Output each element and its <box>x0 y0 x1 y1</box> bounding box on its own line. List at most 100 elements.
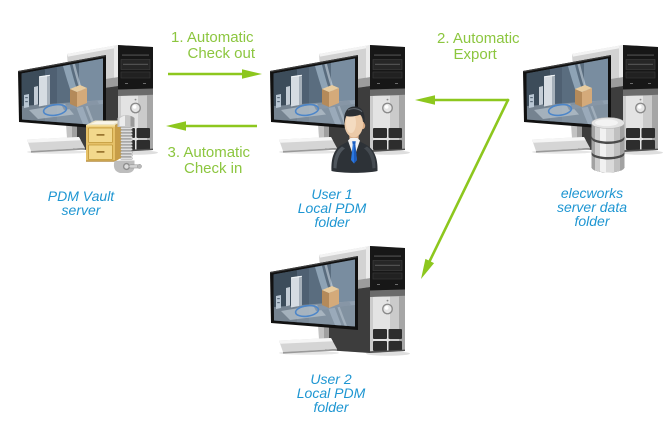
cad-blue-loop <box>294 304 320 318</box>
optical-drive-slot <box>375 264 400 266</box>
cad-box-front <box>322 290 329 308</box>
monitor-neck-shade <box>324 325 329 340</box>
monitor-base <box>27 137 85 153</box>
cad-column-cap <box>38 74 51 78</box>
tower-foot <box>370 148 405 152</box>
status-led <box>377 284 380 285</box>
node-user-2 <box>270 246 410 356</box>
cad-column-small <box>286 86 290 106</box>
monitor-base-highlight <box>279 137 333 143</box>
cabinet-front-highlight <box>86 125 115 127</box>
tower-side-front-edge <box>366 246 370 279</box>
vise-clamp-icon <box>113 115 142 173</box>
node-label-line: elecworks <box>560 184 624 201</box>
status-led <box>143 83 146 84</box>
optical-drive-slot <box>123 63 148 65</box>
cad-box-front <box>70 89 77 107</box>
monitor-base-highlight <box>279 338 333 344</box>
cad-blue-loop <box>547 103 573 117</box>
node-pdm-vault-server <box>18 45 158 173</box>
power-led <box>386 98 389 101</box>
desktop-computer-icon <box>270 45 410 155</box>
monitor-bezel-highlight <box>523 55 611 73</box>
node-label-line: folder <box>313 398 349 415</box>
cad-panel-detail <box>25 101 28 103</box>
tower-front-transition <box>118 88 153 96</box>
drawer-handle <box>96 134 105 136</box>
vise-jaw-shade <box>130 115 135 127</box>
monitor-base-edge <box>31 148 85 153</box>
node-label-line: Local PDM <box>296 384 366 401</box>
cad-panel-detail <box>25 97 28 99</box>
desktop-computer-icon <box>18 45 158 155</box>
cad-machine-base <box>534 104 579 119</box>
cad-panel-detail <box>530 97 533 99</box>
node-label-elecworks-server: elecworks server data folder <box>532 186 652 228</box>
user-tie-shade <box>354 144 357 164</box>
tower-foot <box>370 349 405 353</box>
cad-machine-base <box>281 104 326 119</box>
node-label-line: folder <box>314 214 350 230</box>
optical-drive-slot <box>375 63 400 65</box>
front-vent <box>373 341 387 351</box>
tower-top-edge <box>319 246 370 258</box>
cad-panel-detail <box>277 302 280 304</box>
node-label-line: folder <box>574 212 610 229</box>
cabinet-bottom-edge <box>86 160 115 162</box>
tower-side-front-edge <box>619 45 623 78</box>
front-vent <box>136 140 150 150</box>
user-suit-highlight <box>333 146 345 169</box>
drive-bay <box>372 272 403 280</box>
step-3-action: Check in <box>184 159 243 177</box>
arrow-shaft <box>427 98 510 266</box>
drive-bay <box>120 71 151 79</box>
cad-scene <box>276 74 351 119</box>
power-led <box>639 98 642 101</box>
monitor-base-edge <box>536 148 590 153</box>
node-label-line: server data <box>556 198 628 215</box>
cad-box-front <box>575 89 582 107</box>
connector-arrows <box>166 69 510 279</box>
cad-box-side <box>582 88 592 107</box>
arrow-head <box>242 69 262 79</box>
tower-side-front-edge <box>114 45 118 78</box>
node-elecworks-server <box>523 45 663 173</box>
status-led <box>395 83 398 84</box>
cad-machine-base <box>281 305 326 320</box>
status-led <box>125 83 128 84</box>
cad-scene <box>276 275 351 320</box>
cad-panel-detail <box>530 101 533 103</box>
node-label-user-2: User 2 Local PDM folder <box>271 372 391 414</box>
node-label-line: PDM Vault <box>47 187 115 204</box>
monitor-bezel-highlight <box>270 256 358 274</box>
monitor-base <box>279 338 337 354</box>
cad-column <box>291 276 299 308</box>
node-label-pdm-vault-server: PDM Vault server <box>21 189 141 217</box>
arrow-check-out <box>168 69 262 79</box>
tower-top-edge <box>67 45 118 57</box>
cad-scene <box>24 74 99 119</box>
front-vent <box>388 341 402 351</box>
status-led <box>395 284 398 285</box>
front-vent <box>373 140 387 150</box>
drive-slot <box>374 54 401 56</box>
cad-box-side <box>77 88 87 107</box>
power-button-gloss <box>384 105 389 109</box>
monitor-neck-shade <box>72 124 77 139</box>
tower-front-transition <box>370 88 405 96</box>
front-vent <box>388 140 402 150</box>
cad-box-top <box>575 85 592 92</box>
monitor-base-edge <box>283 349 337 354</box>
arrow-export-to-user-2 <box>421 98 510 279</box>
monitor-screen <box>526 58 608 126</box>
cad-column-side <box>552 75 555 105</box>
tower-front-transition <box>623 88 658 96</box>
monitor-bezel-highlight <box>270 55 358 73</box>
drive-slot <box>122 54 149 56</box>
database-lid-highlight <box>595 119 618 127</box>
front-vent <box>136 128 150 138</box>
node-user-1 <box>270 45 410 173</box>
step-2-action: Export <box>453 45 497 63</box>
front-vent <box>388 329 402 339</box>
